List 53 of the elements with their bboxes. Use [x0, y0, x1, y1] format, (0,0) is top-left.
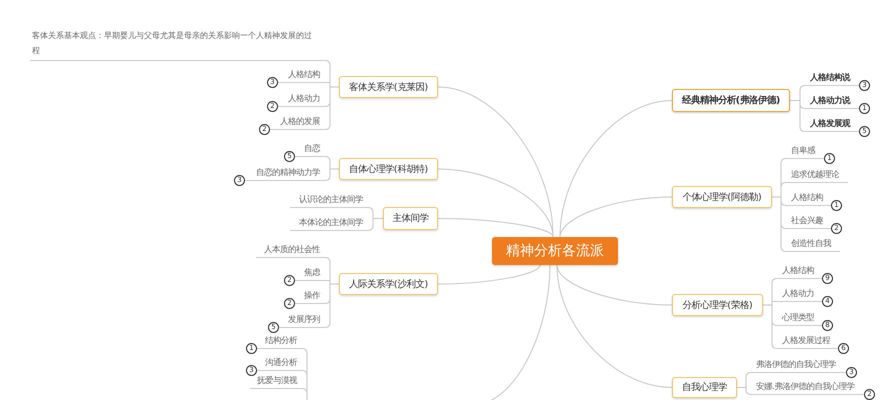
subtopic-text: 人格结构: [786, 190, 831, 206]
subtopic-text: 人格动力说: [805, 93, 859, 109]
connector-line: [438, 168, 554, 238]
topic-box: 人际关系学(沙利文): [339, 273, 438, 295]
topic-box: 客体关系学(克莱因): [339, 76, 438, 98]
subtopic-text: 结构分析: [257, 333, 302, 349]
connector-line: [560, 100, 672, 238]
subtopic-text: 发展序列: [279, 312, 325, 328]
subtopic-text: 创造性自我: [786, 236, 840, 252]
connector-line: [736, 387, 752, 395]
connector-line: [324, 86, 340, 130]
note-text: 客体关系基本观点：早期婴儿与父母尤其是母亲的关系影响一个人精神发展的过程: [30, 28, 325, 61]
connector-line: [438, 264, 540, 284]
subtopic-text: 自卑感: [786, 143, 824, 159]
connector-line: [560, 196, 672, 238]
connector-line: [790, 100, 806, 132]
subtopic-text: 认识论的主体间学: [290, 192, 368, 208]
subtopic-text: 心理类型: [777, 310, 822, 326]
subtopic-text: 沟通分析: [257, 355, 302, 371]
central-topic-box: 精神分析各流派: [492, 237, 618, 265]
subtopic-text: 安娜.弗洛伊德的自我心理学: [751, 379, 864, 395]
connector-line: [438, 218, 554, 238]
connector-line: [762, 304, 778, 349]
topic-box: 主体间学: [383, 207, 438, 230]
connector-line: [324, 284, 340, 328]
subtopic-text: 人格结构: [278, 67, 325, 83]
subtopic-text: 人格结构: [777, 263, 822, 279]
subtopic-text: 操作: [295, 288, 325, 304]
subtopic-text: 弗洛伊德的自我心理学: [751, 357, 846, 373]
subtopic-text: 人格结构说: [805, 70, 859, 86]
connector-line: [324, 168, 340, 181]
topic-box: 分析心理学(荣格): [672, 294, 763, 316]
connector-line: [368, 218, 384, 231]
subtopic-text: 自恋的精神动力学: [245, 165, 325, 181]
topic-box: 个体心理学(阿德勒): [672, 186, 772, 208]
subtopic-text: 人格动力: [278, 91, 325, 107]
connector-line: [556, 264, 672, 388]
topic-box: 经典精神分析(弗洛伊德): [672, 89, 790, 112]
subtopic-text: 人格的发展: [270, 114, 325, 130]
topic-box: 自我心理学: [672, 377, 737, 398]
subtopic-text: 焦虑: [295, 265, 325, 281]
subtopic-text: 抚爱与漠视: [250, 373, 302, 389]
subtopic-text: 人格发展过程: [777, 333, 838, 349]
subtopic-text: 人格动力: [777, 286, 822, 302]
subtopic-text: 人本质的社会性: [256, 242, 325, 258]
connector-line: [772, 196, 786, 252]
subtopic-text: 自恋: [295, 141, 325, 157]
subtopic-text: 追求优越理论: [786, 167, 848, 183]
connector-line: [556, 264, 672, 306]
topic-box: 自体心理学(科胡特): [339, 158, 438, 180]
subtopic-text: 本体论的主体间学: [290, 215, 368, 231]
subtopic-text: 人格发展观: [805, 116, 859, 132]
subtopic-text: 社会兴趣: [786, 213, 831, 229]
